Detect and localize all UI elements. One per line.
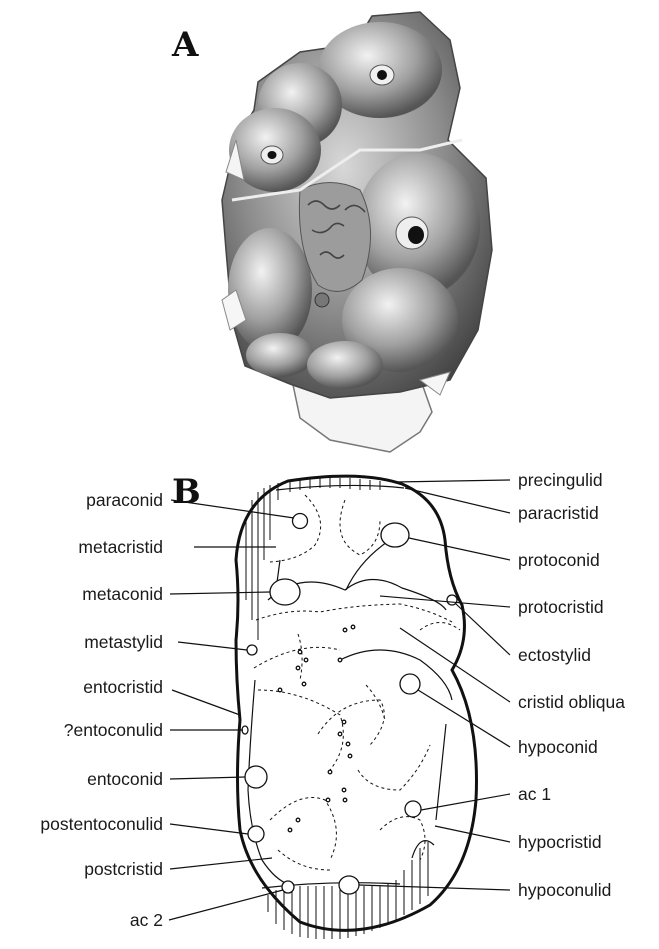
panel-a-letter: A — [171, 25, 199, 65]
panel-b-letter: B — [172, 472, 201, 512]
metaconid-cusp — [270, 579, 300, 605]
label-entocristid: entocristid — [83, 677, 163, 697]
ac1-cusp — [405, 801, 421, 817]
label-metastylid: metastylid — [84, 632, 163, 652]
label-ectostylid: ectostylid — [518, 645, 591, 665]
label-ac2: ac 2 — [130, 910, 163, 930]
entoconid-cusp — [245, 766, 267, 788]
metastylid-cusp — [247, 645, 257, 655]
label-entoconulid: ?entoconulid — [64, 720, 163, 740]
label-hypocristid: hypocristid — [518, 832, 602, 852]
label-precingulid: precingulid — [518, 470, 603, 490]
paraconid-cusp — [293, 514, 308, 529]
hypoconulid-cusp — [339, 876, 359, 894]
label-cristid-obliqua: cristid obliqua — [518, 692, 625, 712]
label-postentoconulid: postentoconulid — [40, 814, 163, 834]
hypoconid-cusp — [400, 674, 420, 694]
labels-left: paraconid metacristid metaconid metastyl… — [40, 490, 163, 930]
postentoconulid-cusp — [248, 826, 264, 842]
ectostylid-cusp — [447, 595, 457, 605]
label-protoconid: protoconid — [518, 550, 600, 570]
label-entoconid: entoconid — [87, 769, 163, 789]
label-hypoconulid: hypoconulid — [518, 880, 611, 900]
ac2-cusp — [282, 881, 294, 893]
label-metaconid: metaconid — [82, 584, 163, 604]
label-hypoconid: hypoconid — [518, 737, 598, 757]
label-paraconid: paraconid — [86, 490, 163, 510]
label-metacristid: metacristid — [78, 537, 163, 557]
label-ac1: ac 1 — [518, 784, 551, 804]
label-paracristid: paracristid — [518, 503, 599, 523]
labels-right: precingulid paracristid protoconid proto… — [518, 470, 625, 900]
occlusal-diagram — [169, 476, 510, 939]
tooth-illustration — [222, 12, 492, 452]
protoconid-cusp — [381, 523, 409, 547]
label-postcristid: postcristid — [84, 859, 163, 879]
label-protocristid: protocristid — [518, 597, 604, 617]
